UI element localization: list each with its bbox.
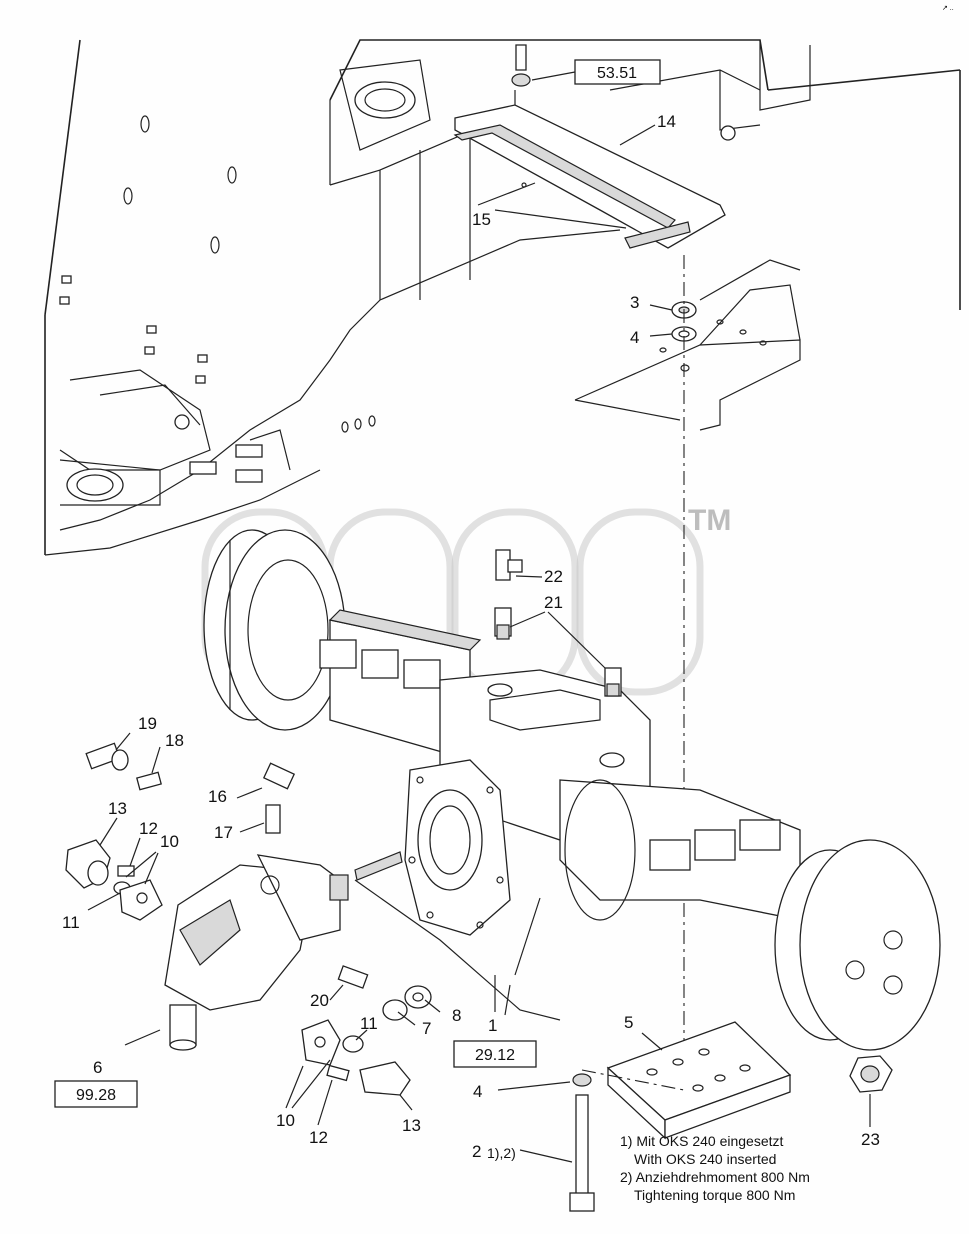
callout-20: 20 (310, 991, 329, 1010)
callout-3: 3 (630, 293, 639, 312)
ref-box-53-51-text: 53.51 (597, 65, 637, 82)
callout-2: 2 (472, 1142, 481, 1161)
note-2-de: 2) Anziehdrehmoment 800 Nm (620, 1169, 810, 1185)
callout-7: 7 (422, 1019, 431, 1038)
ref-box-99-28[interactable]: 99.28 (54, 1080, 138, 1108)
callout-13-bottom: 13 (402, 1116, 421, 1135)
callout-11-left: 11 (62, 913, 80, 932)
leader-lines (87, 71, 871, 1163)
machine-frame (44, 39, 961, 556)
callout-4-bottom: 4 (473, 1082, 482, 1101)
callout-13-top: 13 (108, 799, 127, 818)
note-2-en: Tightening torque 800 Nm (634, 1187, 795, 1203)
callout-10-top: 10 (160, 832, 179, 851)
callout-11-right: 11 (360, 1014, 378, 1033)
watermark-trademark: TM (688, 504, 731, 537)
footnotes: 1) Mit OKS 240 eingesetzt With OKS 240 i… (620, 1133, 810, 1203)
note-1-en: With OKS 240 inserted (634, 1151, 776, 1167)
callout-2-footnote-ref: 1),2) (487, 1145, 516, 1161)
callout-14: 14 (657, 112, 676, 131)
bolt-plate-group (569, 1021, 893, 1212)
callout-10-bottom: 10 (276, 1111, 295, 1130)
callout-8: 8 (452, 1006, 461, 1025)
ref-box-29-12[interactable]: 29.12 (453, 1040, 537, 1068)
callout-17: 17 (214, 823, 233, 842)
valve-block (164, 854, 349, 1051)
callout-23: 23 (861, 1130, 880, 1149)
corner-mark: ↗ .. (942, 5, 954, 12)
callout-21: 21 (544, 593, 563, 612)
callout-labels: 14 15 3 4 22 21 19 18 16 17 13 12 10 11 … (62, 112, 880, 1161)
axle-mount-bracket (574, 255, 801, 1090)
callout-22: 22 (544, 567, 563, 586)
callout-15: 15 (472, 210, 491, 229)
callout-6: 6 (93, 1058, 102, 1077)
ref-box-53-51[interactable]: 53.51 (574, 59, 661, 85)
callout-16: 16 (208, 787, 227, 806)
ref-box-29-12-text: 29.12 (475, 1047, 515, 1064)
callout-19: 19 (138, 714, 157, 733)
callout-5: 5 (624, 1013, 633, 1032)
bracket-plate (453, 44, 726, 249)
ref-box-99-28-text: 99.28 (76, 1087, 116, 1104)
fittings-22-21 (494, 549, 622, 697)
callout-4-top: 4 (630, 328, 639, 347)
note-1-de: 1) Mit OKS 240 eingesetzt (620, 1133, 784, 1149)
callout-1: 1 (488, 1016, 497, 1035)
callout-12-bottom: 12 (309, 1128, 328, 1147)
callout-12-top: 12 (139, 819, 158, 838)
callout-18: 18 (165, 731, 184, 750)
axle-assembly (203, 529, 941, 1051)
small-fittings (65, 742, 432, 1096)
